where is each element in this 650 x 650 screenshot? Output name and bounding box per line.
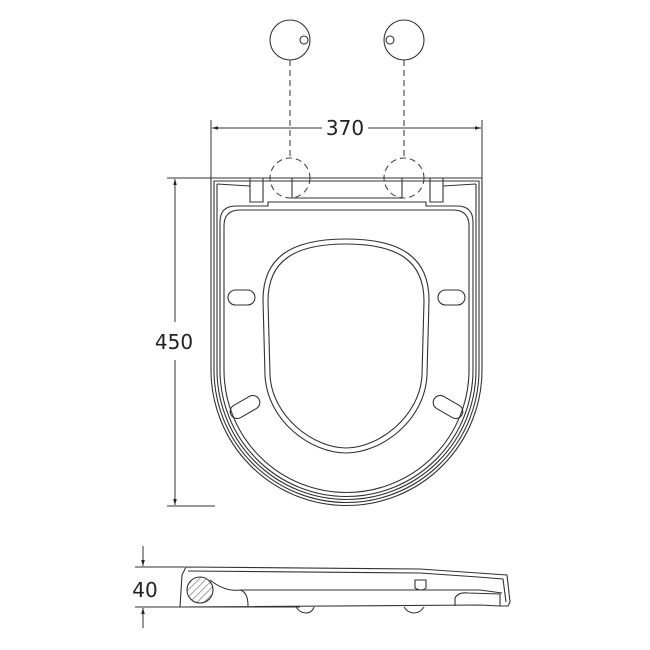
buffer-slot (227, 289, 256, 306)
hinge-cap-left (269, 19, 311, 61)
hinge-cap-right (383, 19, 425, 61)
width-dimension: 370 (210, 116, 483, 178)
seat-opening (262, 238, 430, 454)
length-label: 450 (155, 330, 193, 354)
seat-top-view (210, 177, 483, 507)
height-label: 40 (132, 578, 157, 602)
buffer-slot (437, 289, 466, 306)
buffer-slot (432, 394, 464, 420)
length-dimension: 450 (155, 177, 215, 507)
width-label: 370 (326, 116, 364, 140)
height-dimension: 40 (132, 546, 300, 628)
seat-side-view (179, 566, 511, 614)
buffer-slot (229, 394, 261, 420)
